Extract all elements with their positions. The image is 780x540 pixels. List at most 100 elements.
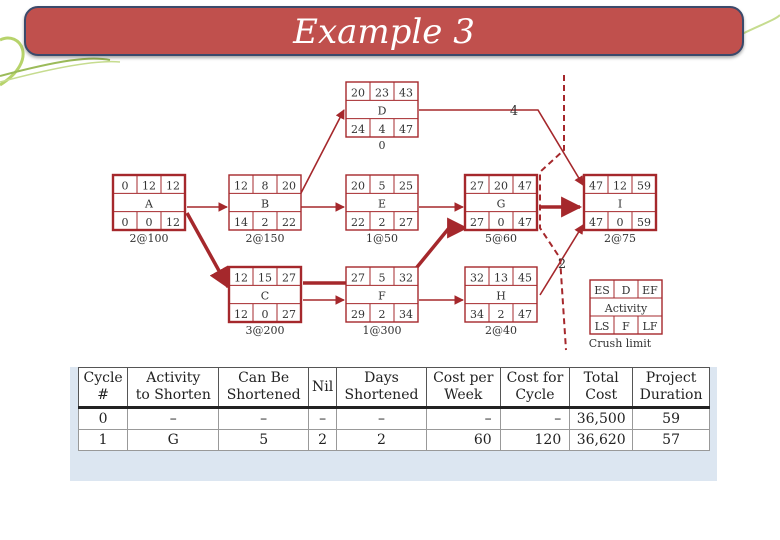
node-crash-limit: 1@50 — [366, 232, 398, 245]
node-float: 0 — [617, 216, 624, 229]
table-cell: – — [336, 407, 427, 430]
header-text: Project — [645, 370, 697, 386]
header-text: Can Be — [238, 370, 290, 386]
table-cell: 120 — [499, 429, 571, 451]
node-duration: 20 — [494, 179, 508, 192]
legend-frame — [589, 279, 663, 335]
node-name: A — [144, 198, 154, 211]
legend-es: ES — [594, 284, 610, 297]
table-header-cell: Nil — [307, 367, 338, 408]
node-lf: 12 — [166, 216, 180, 229]
node-float: 2 — [498, 308, 505, 321]
node-frame — [111, 173, 187, 232]
table-header-cell: Cycle# — [77, 367, 129, 408]
node-float: 4 — [379, 123, 386, 136]
node-es: 32 — [470, 271, 484, 284]
table-cell: – — [425, 407, 501, 430]
header-text: Cost for — [506, 370, 564, 386]
node-es: 20 — [351, 86, 365, 99]
header-text: Duration — [639, 387, 703, 403]
header-text: Cycle — [83, 370, 123, 386]
legend-lf: LF — [643, 320, 658, 333]
node-crash-limit: 2@75 — [604, 232, 636, 245]
legend-f: F — [622, 320, 630, 333]
table-cell: G — [127, 429, 220, 451]
legend-ef: EF — [642, 284, 658, 297]
legend-d: D — [622, 284, 631, 297]
header-text: Total — [583, 370, 619, 386]
node-ls: 47 — [589, 216, 603, 229]
node-es: 0 — [122, 179, 129, 192]
table-cell: – — [218, 407, 309, 430]
node-duration: 15 — [258, 271, 272, 284]
node-float: 2 — [379, 308, 386, 321]
node-name: G — [497, 198, 506, 211]
node-frame — [464, 266, 538, 323]
node-ef: 47 — [518, 179, 532, 192]
node-frame — [345, 174, 419, 231]
node-float: 0 — [146, 216, 153, 229]
header-text: Cost — [585, 387, 618, 403]
node-lf: 27 — [399, 216, 413, 229]
header-text: Shortened — [226, 387, 301, 403]
header-text: Activity — [146, 370, 201, 386]
table-cell: – — [307, 407, 338, 430]
node-crash-limit: 3@200 — [246, 324, 285, 337]
node-crash-limit: 2@100 — [130, 232, 169, 245]
node-duration: 8 — [262, 179, 269, 192]
node-float: 2 — [379, 216, 386, 229]
node-crash-limit: 2@150 — [246, 232, 285, 245]
node-name: I — [618, 198, 622, 211]
node-es: 47 — [589, 179, 603, 192]
slide-title: Example 3 — [293, 12, 475, 52]
node-ls: 34 — [470, 308, 484, 321]
node-frame — [582, 173, 658, 232]
cut-label-lower: 2 — [558, 257, 566, 272]
arrow-d-i — [419, 109, 584, 186]
cut-label-upper: 4 — [510, 104, 518, 119]
node-ef: 45 — [518, 271, 532, 284]
node-duration: 23 — [375, 86, 389, 99]
node-lf: 34 — [399, 308, 413, 321]
node-name: D — [378, 105, 387, 118]
table-cell: 36,620 — [569, 429, 634, 451]
node-ls: 29 — [351, 308, 365, 321]
node-ef: 20 — [282, 179, 296, 192]
node-lf: 59 — [637, 216, 651, 229]
node-name: B — [261, 198, 269, 211]
node-crash-limit: 2@40 — [485, 324, 517, 337]
node-es: 12 — [234, 179, 248, 192]
arrow-b-d — [299, 109, 345, 196]
node-ef: 32 — [399, 271, 413, 284]
decorative-swoosh — [0, 14, 780, 87]
table-cell: 2 — [307, 429, 338, 451]
header-text: # — [97, 387, 109, 403]
header-text: Nil — [311, 378, 334, 395]
node-ef: 59 — [637, 179, 651, 192]
node-float: 0 — [498, 216, 505, 229]
legend-crash-limit: Crush limit — [589, 337, 652, 350]
node-frame — [463, 173, 539, 232]
node-frame — [345, 266, 419, 323]
table-cell: 2 — [336, 429, 427, 451]
node-ls: 22 — [351, 216, 365, 229]
table-cell: 0 — [77, 407, 129, 430]
table-cell: – — [499, 407, 571, 430]
cut-line — [539, 75, 567, 351]
node-es: 27 — [470, 179, 484, 192]
header-text: Week — [444, 387, 483, 403]
